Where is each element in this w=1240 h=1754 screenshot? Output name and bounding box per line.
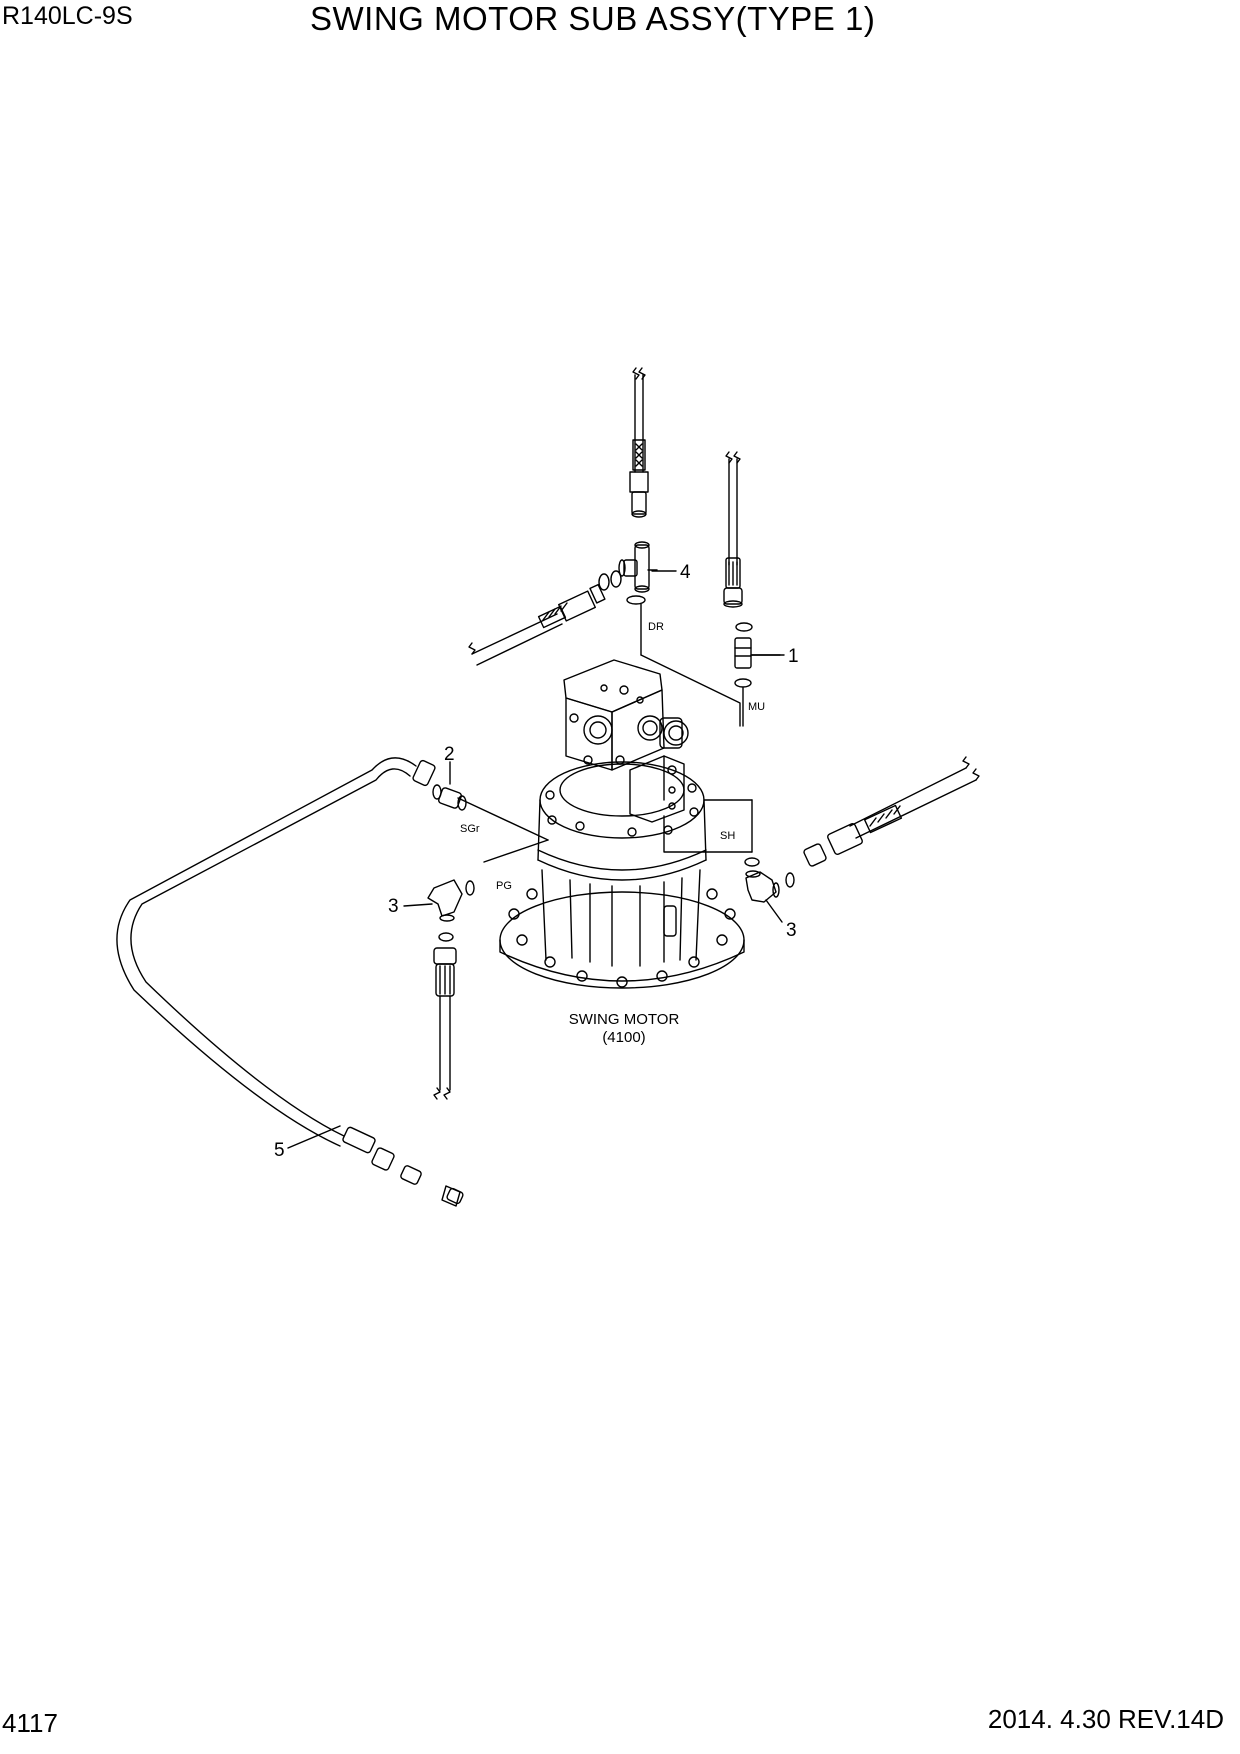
callout-4: 4 [680, 562, 691, 583]
page-title: SWING MOTOR SUB ASSY(TYPE 1) [310, 0, 876, 37]
right-vertical-hose [723, 451, 753, 632]
port-label-sgr: SGr [460, 823, 480, 835]
elbow-fitting-3-left [427, 879, 475, 942]
port-label-dr: DR [648, 621, 664, 633]
looped-hose-5 [116, 757, 464, 1207]
callout-1: 1 [788, 646, 799, 667]
model-number: R140LC-9S [2, 2, 133, 30]
port-label-sh: SH [720, 830, 735, 842]
callout-3-right: 3 [786, 920, 797, 941]
page-number: 4117 [2, 1708, 58, 1738]
left-diagonal-hose [468, 570, 622, 666]
top-vertical-hose [629, 367, 649, 518]
revision-date: 2014. 4.30 REV.14D [987, 1704, 1224, 1734]
motor-code-label: (4100) [602, 1029, 645, 1046]
adapter-1 [734, 637, 781, 688]
port-label-pg: PG [496, 880, 512, 892]
swing-motor-body [499, 659, 745, 989]
lower-vertical-hose [433, 947, 457, 1100]
tee-fitting-4 [618, 541, 658, 593]
port-label-mu: MU [748, 701, 765, 713]
connector-2 [432, 784, 467, 811]
right-diagonal-hose [744, 756, 980, 888]
callout-3-left: 3 [388, 896, 399, 917]
motor-name-label: SWING MOTOR [569, 1011, 680, 1028]
callout-5: 5 [274, 1140, 285, 1161]
elbow-fitting-3-right [745, 870, 780, 903]
callout-2: 2 [444, 744, 455, 765]
